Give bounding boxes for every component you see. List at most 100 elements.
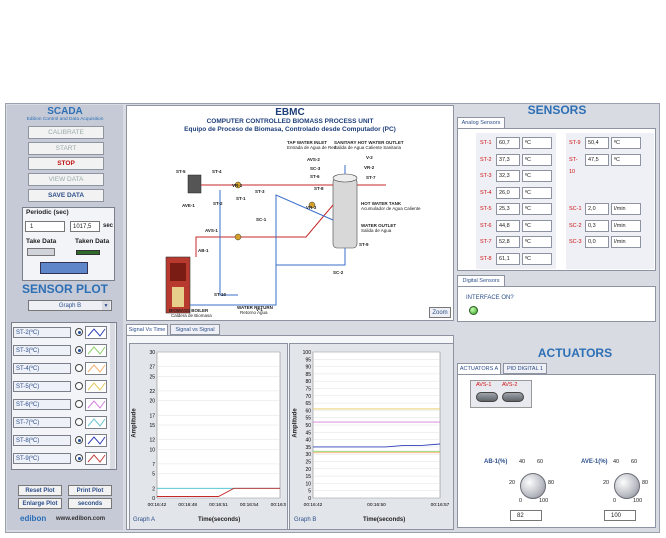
y-tick-label: 10 (305, 481, 311, 487)
label-st3: ST-3 (255, 189, 265, 194)
sensor-plot-row: ST-8(ºC) (13, 433, 109, 448)
avs1-toggle[interactable] (476, 392, 498, 402)
save-data-button[interactable]: SAVE DATA (28, 189, 104, 202)
print-plot-button[interactable]: Print Plot (68, 485, 112, 496)
tab-signal-vs-signal[interactable]: Signal vs Signal (170, 324, 220, 335)
enlarge-plot-button[interactable]: Enlarge Plot (18, 498, 62, 509)
sensor-value: 60,7 (496, 137, 520, 149)
reset-plot-button[interactable]: Reset Plot (18, 485, 62, 496)
sensor-plot-row: ST-2(ºC) (13, 325, 109, 340)
sensor-unit: ºC (522, 137, 552, 149)
sensor-plot-radio[interactable] (75, 328, 83, 336)
taken-data-indicator (76, 250, 100, 255)
sensor-plot-swatch[interactable] (85, 398, 107, 411)
sensor-plot-radio[interactable] (75, 346, 83, 354)
sensor-plot-radio[interactable] (75, 382, 83, 390)
sensor-value: 25,3 (496, 203, 520, 215)
y-tick-label: 10 (149, 447, 155, 453)
x-tick-label: 00:16:42 (148, 502, 167, 508)
y-tick-label: 20 (305, 467, 311, 473)
sensor-unit: l/min (611, 236, 641, 248)
sensor-plot-swatch[interactable] (85, 362, 107, 375)
sensor-name: SC-3 (569, 239, 582, 245)
sensor-unit: ºC (522, 170, 552, 182)
sensor-plot-swatch[interactable] (85, 344, 107, 357)
zoom-button[interactable]: Zoom (429, 307, 451, 318)
label-sc1: SC-1 (256, 217, 267, 222)
x-tick-label: 00:16:57 (431, 502, 450, 508)
graph-b-label: Graph B (294, 517, 317, 523)
sensor-plot-row-label: ST-6(ºC) (13, 399, 71, 410)
y-tick-label: 70 (305, 394, 311, 400)
sensor-plot-swatch[interactable] (85, 326, 107, 339)
sensor-plot-radio[interactable] (75, 418, 83, 426)
stop-button[interactable]: STOP (28, 157, 104, 170)
sensor-value: 2,0 (585, 203, 609, 215)
x-tick-label: 00:16:48 (178, 502, 197, 508)
sensor-plot-radio[interactable] (75, 436, 83, 444)
y-tick-label: 5 (308, 489, 311, 495)
tab-digital-sensors[interactable]: Digital Sensors (457, 275, 505, 286)
sensor-plot-swatch[interactable] (85, 434, 107, 447)
label-vr1: VR-1 (232, 183, 243, 188)
sensor-value: 61,1 (496, 252, 520, 265)
sensor-plot-radio[interactable] (75, 454, 83, 462)
graph-select[interactable]: Graph B ▼ (28, 300, 112, 311)
series-line (157, 487, 280, 497)
diagram-code: EBMC (275, 107, 305, 118)
tab-analog-sensors[interactable]: Analog Sensors (457, 117, 505, 128)
sensor-unit: l/min (611, 219, 641, 232)
sensor-plot-scrollbar[interactable] (110, 323, 115, 469)
time-unit-select[interactable]: seconds (68, 498, 112, 509)
take-data-toggle[interactable] (27, 248, 55, 256)
x-tick-label: 00:16:50 (367, 502, 386, 508)
calibrate-button[interactable]: CALIBRATE (28, 126, 104, 139)
sensor-unit: ºC (611, 137, 641, 149)
take-data-button[interactable] (40, 262, 88, 274)
label-ave1: AVE-1 (182, 203, 195, 208)
sensor-plot-swatch[interactable] (85, 452, 107, 465)
label-water-outlet-es: Salida de Agua (361, 228, 392, 233)
sensor-plot-radio[interactable] (75, 400, 83, 408)
label-st9: ST-9 (359, 242, 369, 247)
ab1-knob[interactable] (520, 473, 546, 499)
sensor-value: 32,3 (496, 170, 520, 182)
sensor-value: 50,4 (585, 137, 609, 149)
y-tick-label: 0 (152, 496, 155, 502)
avs1-label: AVS-1 (476, 382, 492, 388)
periodic-label: Periodic (sec) (26, 209, 69, 216)
label-st1: ST-1 (236, 196, 246, 201)
ave1-value[interactable]: 100 (604, 510, 636, 521)
periodic-input[interactable]: 1 (25, 221, 65, 232)
sensor-unit: ºC (522, 219, 552, 232)
ave1-tick-0: 0 (613, 498, 617, 504)
label-v2: V-2 (366, 155, 373, 160)
sensor-value: 0,3 (585, 219, 609, 232)
label-hot-outlet-es: Salida de Agua Caliente Sanitaria (334, 145, 402, 150)
sensor-plot-row-label: ST-5(ºC) (13, 381, 71, 392)
view-data-button[interactable]: VIEW DATA (28, 173, 104, 186)
ave1-tick-100: 100 (633, 498, 643, 504)
ab1-value[interactable]: 82 (510, 510, 542, 521)
label-boiler: BIOMASS BOILER (169, 308, 209, 313)
ab1-tick-20: 20 (509, 480, 516, 486)
sensor-plot-row-label: ST-8(ºC) (13, 435, 71, 446)
ave1-knob[interactable] (614, 473, 640, 499)
tab-signal-vs-time[interactable]: Signal Vs Time (126, 324, 168, 335)
x-tick-label: 00:16:54 (240, 502, 259, 508)
sensor-name: ST-3 (480, 173, 492, 179)
sensor-plot-radio[interactable] (75, 364, 83, 372)
y-tick-label: 27 (149, 365, 155, 371)
sensor-plot-swatch[interactable] (85, 380, 107, 393)
tab-actuators-a[interactable]: ACTUATORS A (457, 363, 501, 374)
graph-b-xlabel: Time(seconds) (363, 517, 406, 523)
ab1-label: AB-1(%) (484, 459, 508, 465)
sensor-plot-swatch[interactable] (85, 416, 107, 429)
label-v1: V-1 (256, 307, 263, 312)
ave1-tick-40: 40 (613, 459, 620, 465)
start-button[interactable]: START (28, 142, 104, 155)
tab-pid-digital[interactable]: PID DIGITAL 1 (503, 363, 547, 374)
avs2-toggle[interactable] (502, 392, 524, 402)
sensor-name: SC-1 (569, 206, 582, 212)
label-st8: ST-8 (314, 186, 324, 191)
